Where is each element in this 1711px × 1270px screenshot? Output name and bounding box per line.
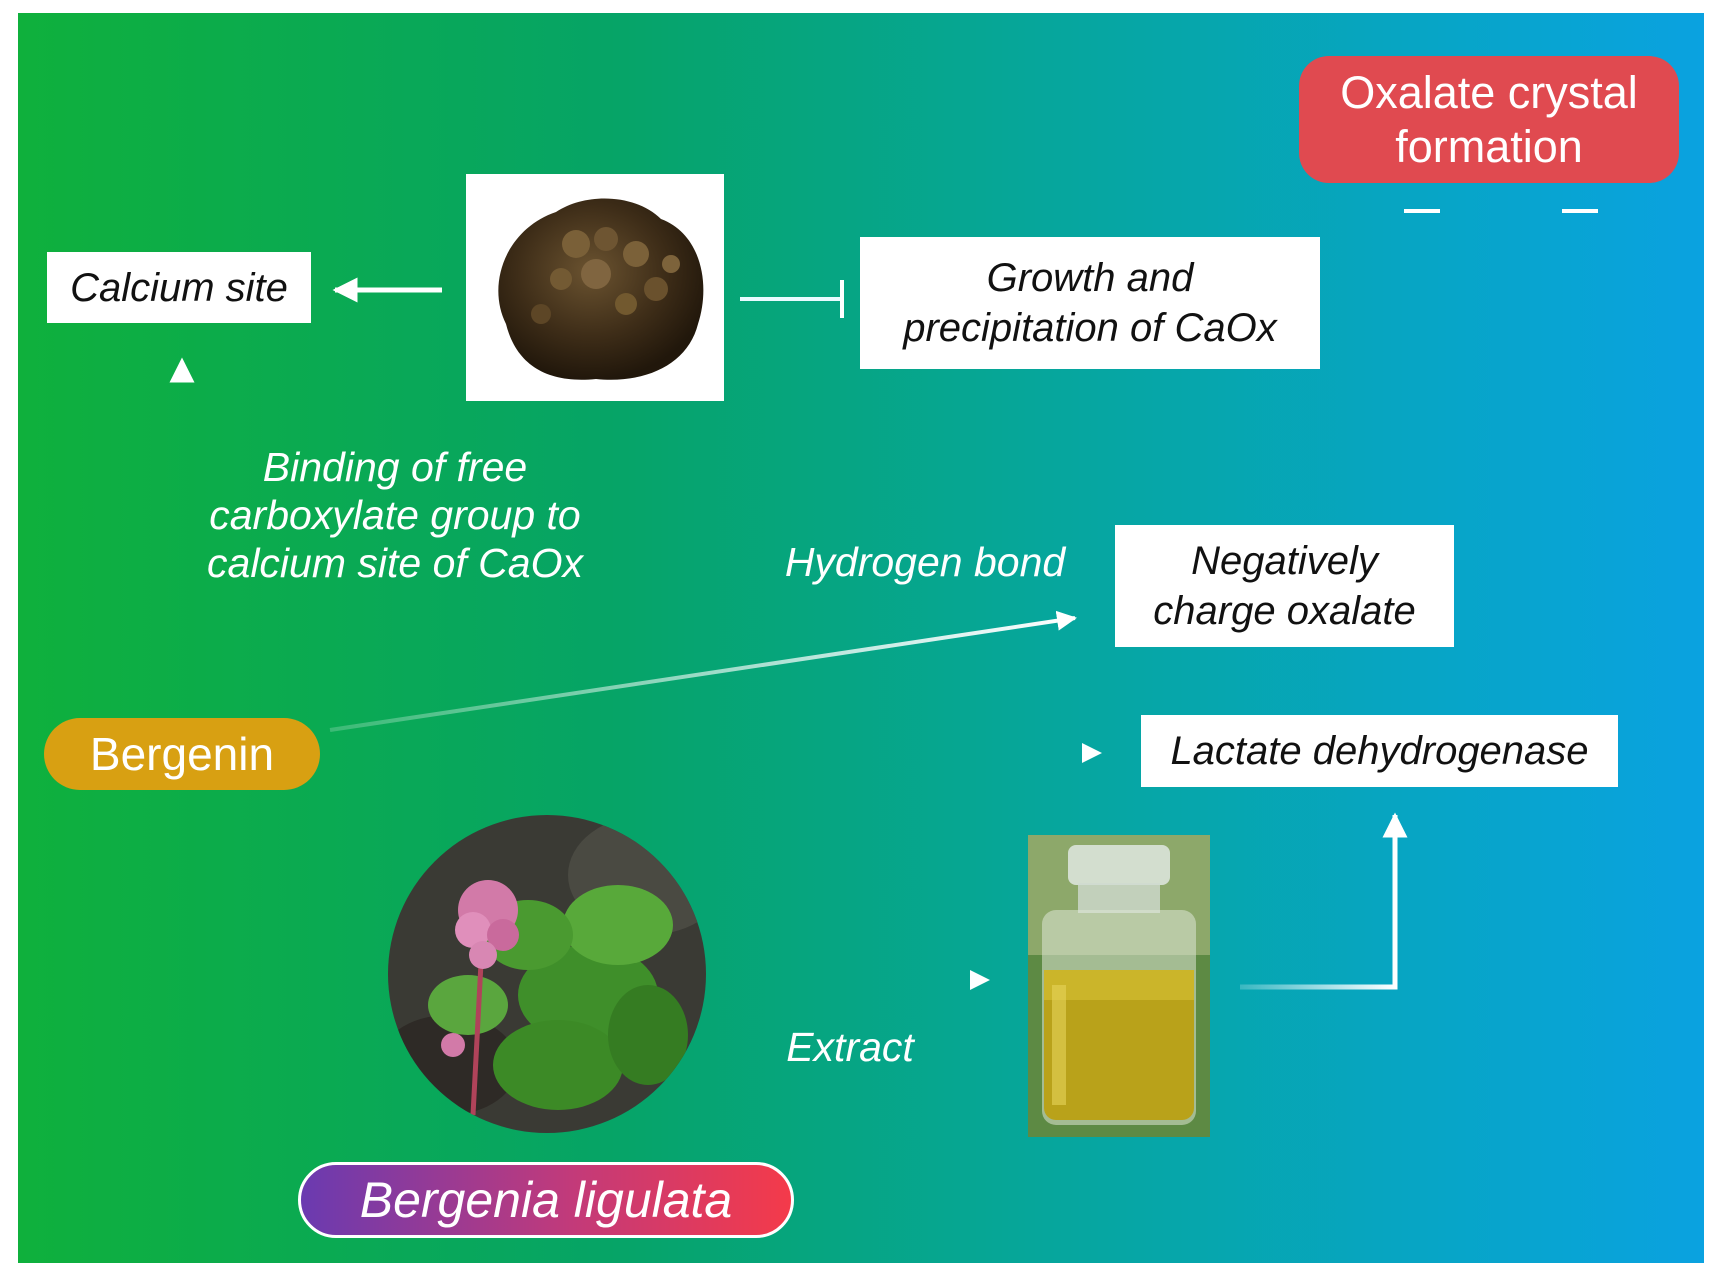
arrow-vial-to-ldh bbox=[1240, 812, 1408, 990]
binding-text: Binding of free carboxylate group to cal… bbox=[207, 444, 583, 586]
growth-precipitation-node: Growth and precipitation of CaOx bbox=[860, 237, 1320, 369]
kidney-stone-image bbox=[498, 198, 704, 380]
binding-edge-label: Binding of free carboxylate group to cal… bbox=[205, 443, 585, 587]
growth-precipitation-label: Growth and precipitation of CaOx bbox=[903, 256, 1277, 350]
bergenia-plant-photo bbox=[388, 815, 706, 1133]
vial-image bbox=[1028, 835, 1210, 1137]
plant-image bbox=[388, 815, 706, 1133]
bergenia-ligulata-node: Bergenia ligulata bbox=[298, 1162, 794, 1238]
kidney-stone-photo bbox=[466, 174, 724, 401]
oxalate-crystal-label: Oxalate crystal formation bbox=[1340, 66, 1638, 172]
calcium-site-node: Calcium site bbox=[47, 252, 311, 323]
bergenia-ligulata-label: Bergenia ligulata bbox=[359, 1172, 733, 1228]
bergenin-node: Bergenin bbox=[44, 718, 320, 790]
oxalate-crystal-node: Oxalate crystal formation bbox=[1299, 56, 1679, 183]
extract-label: Extract bbox=[775, 1023, 925, 1071]
hydrogen-bond-label: Hydrogen bond bbox=[770, 538, 1080, 586]
lactate-dehydrogenase-node: Lactate dehydrogenase bbox=[1141, 715, 1618, 787]
hydrogen-bond-text: Hydrogen bond bbox=[784, 539, 1066, 585]
negatively-charge-node: Negatively charge oxalate bbox=[1115, 525, 1454, 647]
bergenin-label: Bergenin bbox=[89, 728, 275, 780]
negatively-charge-label: Negatively charge oxalate bbox=[1153, 539, 1416, 633]
arrow-bergenin-to-oxalate bbox=[329, 610, 1077, 732]
extract-vial-photo bbox=[1028, 835, 1210, 1137]
lactate-dehydrogenase-label: Lactate dehydrogenase bbox=[1170, 729, 1589, 773]
calcium-site-label: Calcium site bbox=[70, 265, 288, 310]
extract-text: Extract bbox=[786, 1024, 914, 1070]
